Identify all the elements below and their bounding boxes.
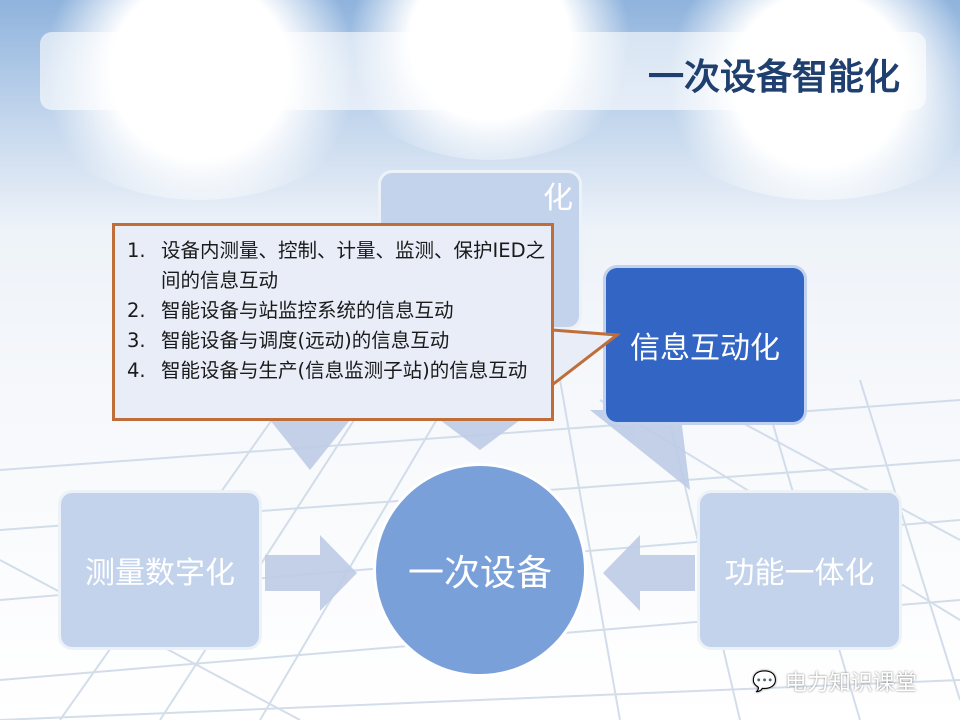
arrow-down-left [270, 420, 350, 470]
wechat-icon: 💬 [752, 669, 777, 693]
item-number: 3. [127, 329, 146, 352]
item-text: 设备内测量、控制、计量、监测、保护IED之间的信息互动 [161, 239, 546, 292]
arrow-down-right [590, 410, 690, 490]
title-bar [40, 32, 926, 110]
function-label: 功能一体化 [724, 556, 875, 591]
callout-item: 1. 设备内测量、控制、计量、监测、保护IED之间的信息互动 [127, 236, 551, 296]
item-text: 智能设备与调度(远动)的信息互动 [161, 329, 450, 352]
watermark: 💬 电力知识课堂 [752, 665, 917, 697]
item-number: 4. [127, 359, 146, 382]
function-box: 功能一体化 [697, 490, 902, 650]
measurement-box: 测量数字化 [58, 490, 262, 650]
arrow-down-center [440, 420, 520, 450]
top-box-label: 化 [543, 181, 573, 216]
watermark-text: 电力知识课堂 [784, 671, 917, 696]
info-interaction-label: 信息互动化 [630, 331, 780, 366]
slide-title: 一次设备智能化 [647, 57, 900, 98]
measurement-label: 测量数字化 [85, 556, 235, 591]
callout-item: 2. 智能设备与站监控系统的信息互动 [127, 296, 551, 326]
callout-item: 4. 智能设备与生产(信息监测子站)的信息互动 [127, 356, 551, 386]
item-number: 1. [127, 239, 146, 262]
arrow-right [265, 535, 357, 611]
item-number: 2. [127, 299, 146, 322]
callout-box: 1. 设备内测量、控制、计量、监测、保护IED之间的信息互动 2. 智能设备与站监控… [112, 223, 554, 421]
arrow-left [603, 535, 695, 611]
center-label: 一次设备 [407, 553, 552, 594]
callout-item: 3. 智能设备与调度(远动)的信息互动 [127, 326, 551, 356]
item-text: 智能设备与站监控系统的信息互动 [161, 299, 454, 322]
primary-equipment-circle: 一次设备 [373, 463, 587, 677]
item-text: 智能设备与生产(信息监测子站)的信息互动 [161, 359, 528, 382]
